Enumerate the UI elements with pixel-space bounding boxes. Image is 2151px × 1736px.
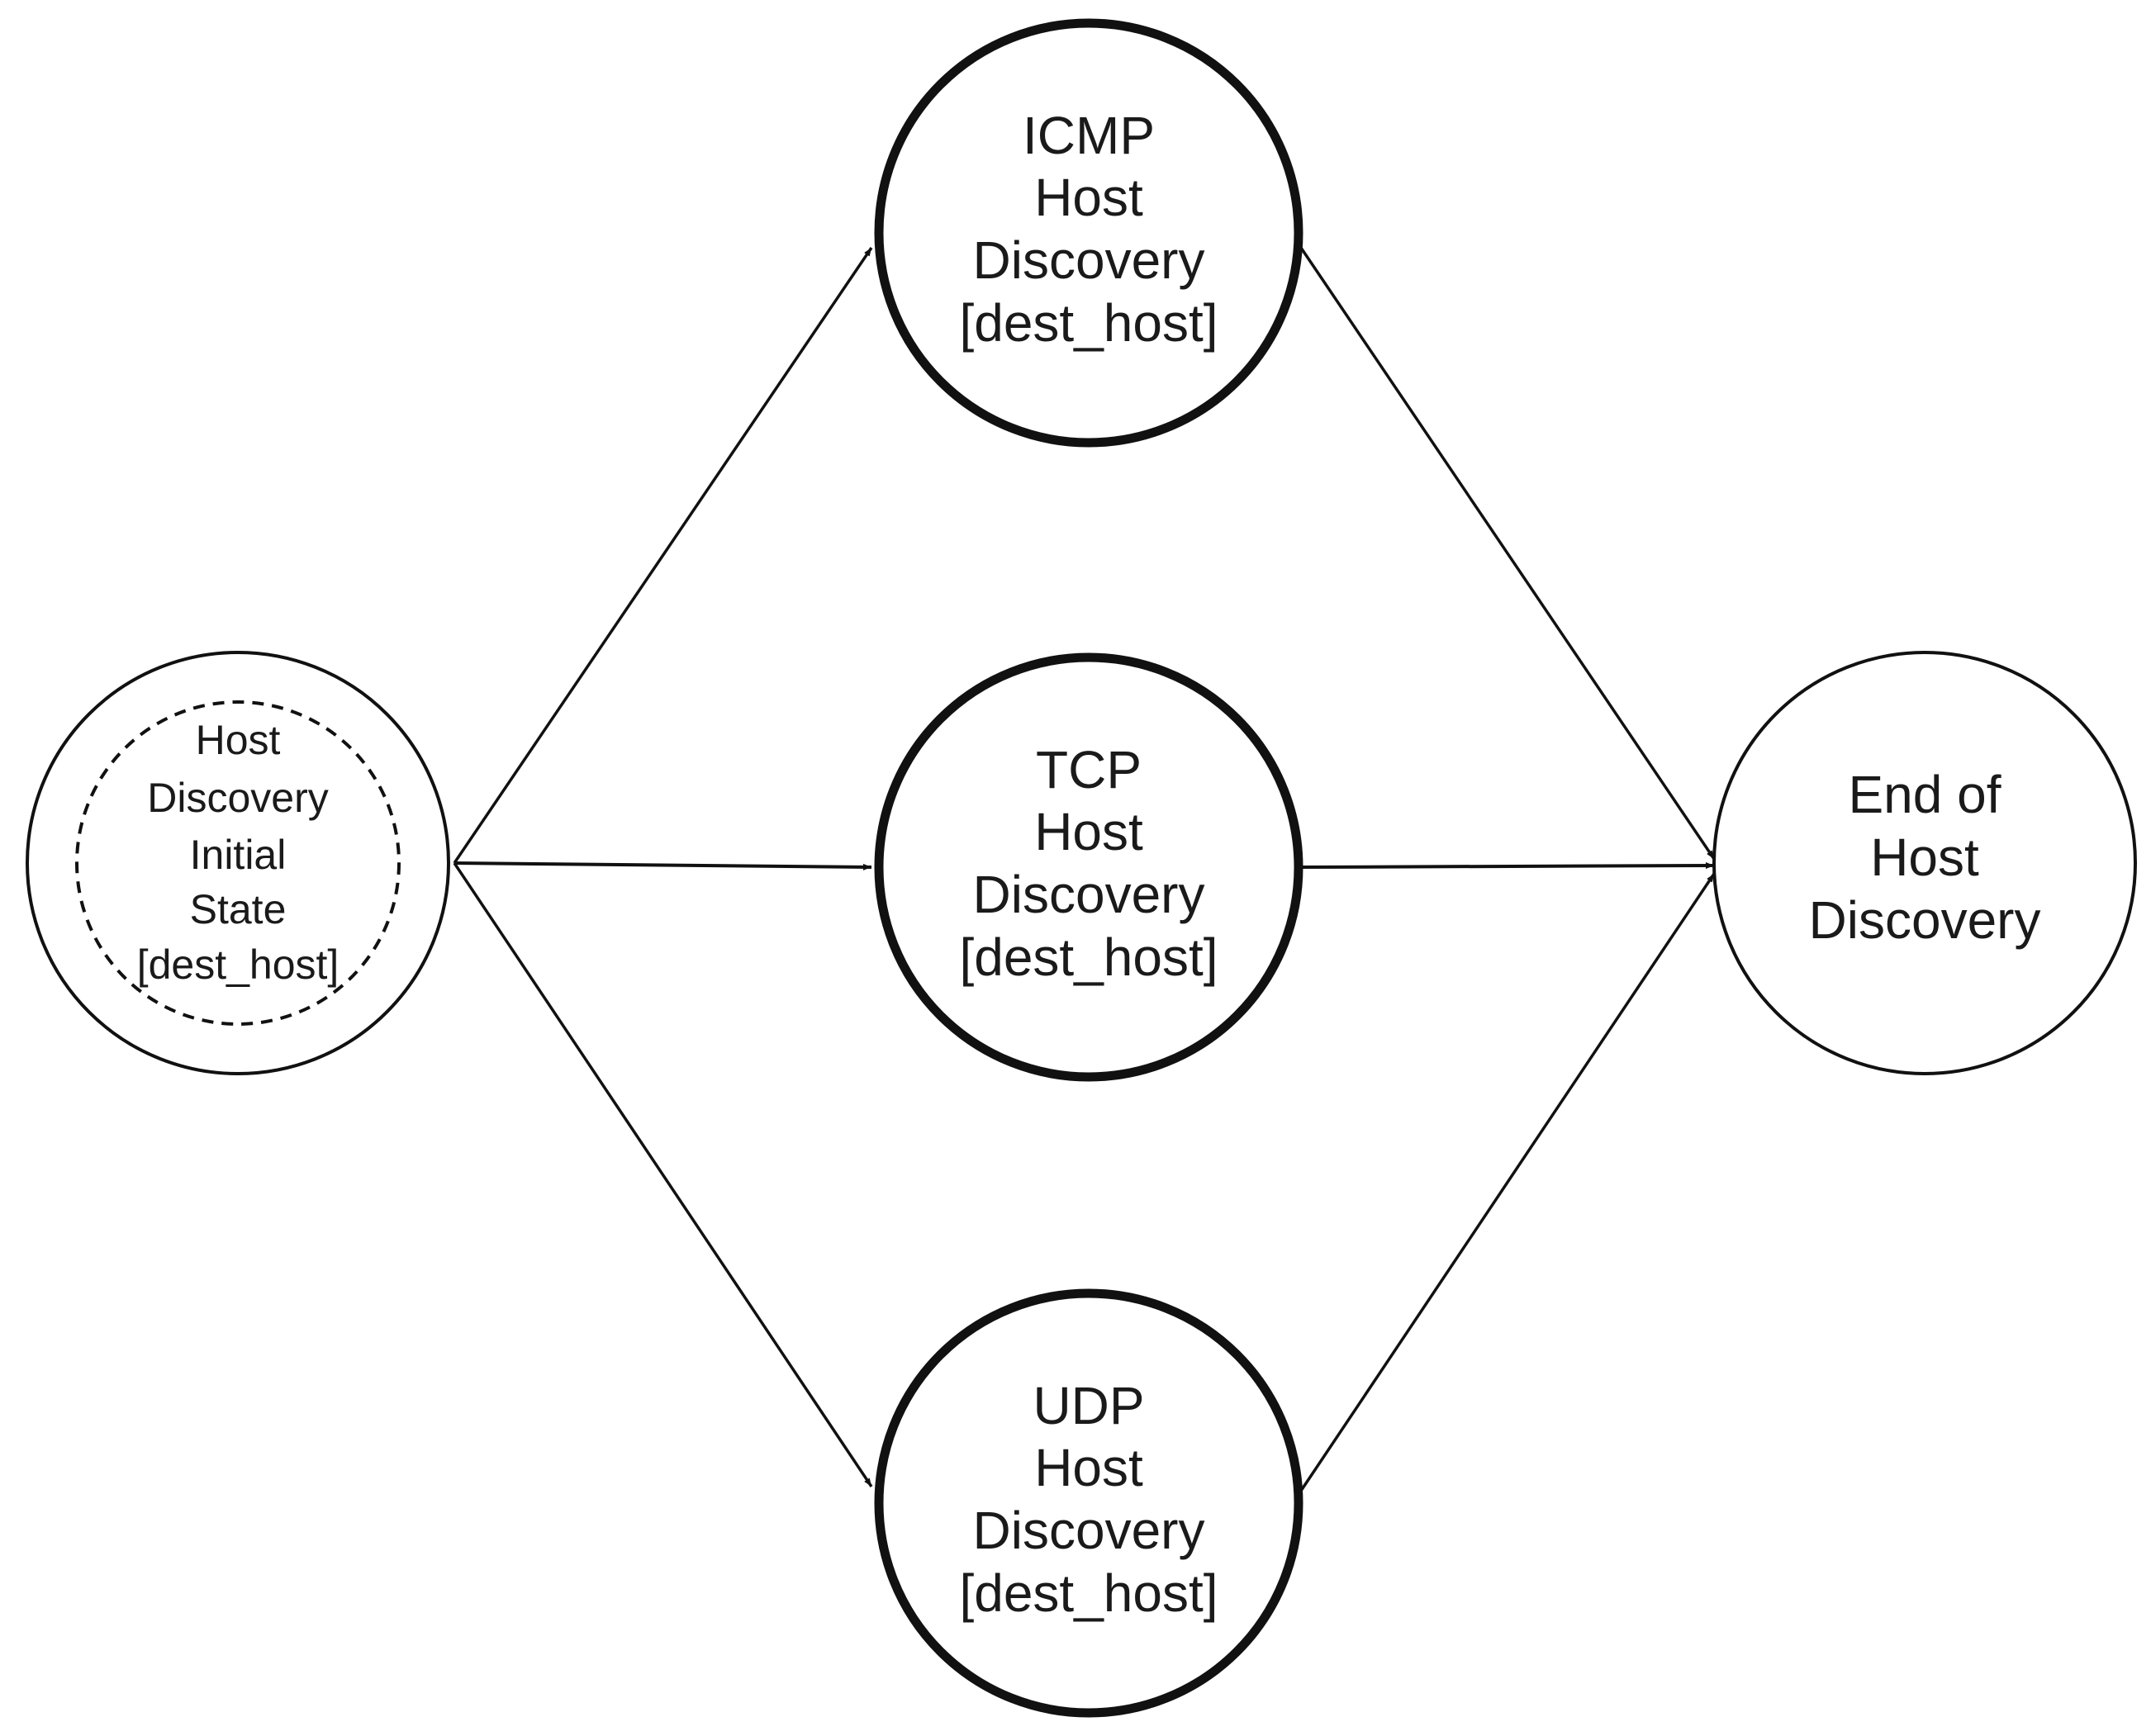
end-label-line-3: Discovery <box>1809 890 2041 950</box>
tcp-label-line-4: [dest_host] <box>959 927 1218 987</box>
edge-initial-to-udp <box>453 862 873 1487</box>
initial-label-line-3: Initial <box>190 832 287 878</box>
icmp-circle <box>874 18 1303 448</box>
edge-udp-to-end <box>1299 873 1716 1492</box>
udp-label-line-1: UDP <box>1033 1376 1144 1435</box>
icmp-label-line-4: [dest_host] <box>959 293 1218 353</box>
tcp-label-line-3: Discovery <box>973 865 1205 924</box>
icmp-label-line-2: Host <box>1034 168 1143 227</box>
udp-label-line-4: [dest_host] <box>959 1563 1218 1623</box>
edges <box>453 247 1716 1492</box>
initial-label-line-5: [dest_host] <box>137 942 340 988</box>
udp-circle <box>874 1288 1303 1718</box>
end-circle <box>1712 651 2137 1075</box>
icmp-label-line-3: Discovery <box>973 230 1205 290</box>
end-label-line-1: End of <box>1848 765 2001 824</box>
initial-label-line-2: Discovery <box>147 775 328 821</box>
edge-initial-to-tcp <box>453 861 872 870</box>
node-udp-host-discovery: UDP Host Discovery [dest_host] <box>874 1288 1303 1718</box>
tcp-circle <box>874 652 1303 1082</box>
node-tcp-host-discovery: TCP Host Discovery [dest_host] <box>874 652 1303 1082</box>
initial-outer-circle <box>26 651 450 1075</box>
initial-label-line-1: Host <box>196 717 281 763</box>
udp-label-line-2: Host <box>1034 1438 1143 1497</box>
edge-tcp-to-end <box>1300 862 1715 870</box>
initial-label-line-4: State <box>190 886 287 932</box>
edge-icmp-to-end <box>1299 247 1716 860</box>
node-icmp-host-discovery: ICMP Host Discovery [dest_host] <box>874 18 1303 448</box>
node-initial-state: Host Discovery Initial State [dest_host] <box>26 651 450 1075</box>
icmp-label-line-1: ICMP <box>1023 106 1155 165</box>
edge-initial-to-icmp <box>453 247 873 864</box>
tcp-label-line-1: TCP <box>1036 740 1142 799</box>
node-end-of-host-discovery: End of Host Discovery <box>1712 651 2137 1075</box>
end-label-line-2: Host <box>1870 828 1979 887</box>
udp-label-line-3: Discovery <box>973 1501 1205 1560</box>
tcp-label-line-2: Host <box>1034 802 1143 861</box>
initial-inner-dashed-circle <box>75 700 401 1026</box>
